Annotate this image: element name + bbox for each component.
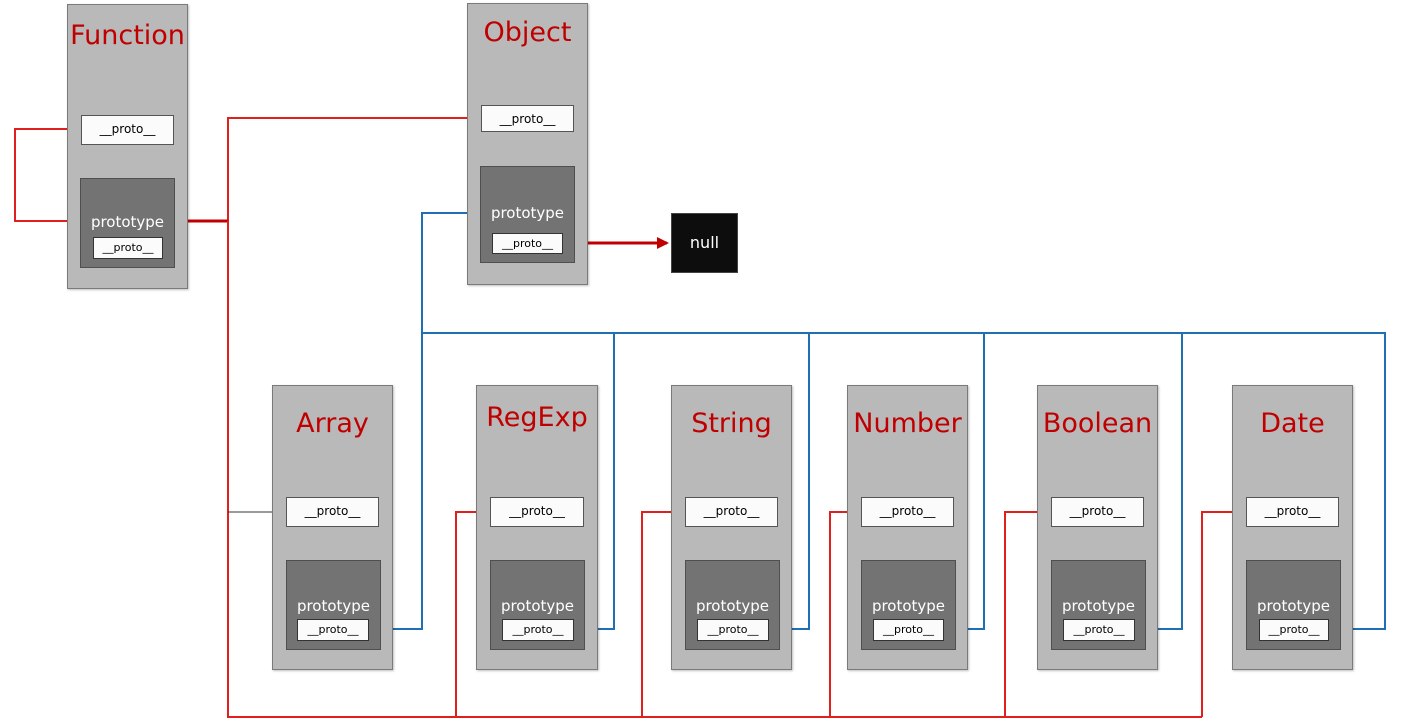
object-constructor: Object __proto__ prototype __proto__ [467,3,588,285]
boolean-proto-link [1004,511,1050,717]
function-prototype-box: prototype __proto__ [80,178,175,268]
boolean-title: Boolean [1042,408,1153,439]
function-title: Function [70,20,185,51]
function-proto-box: __proto__ [81,115,174,145]
date-prototype-label: prototype [1256,597,1331,615]
red-trunk [227,221,1202,718]
number-prototype-label: prototype [871,597,946,615]
string-proto-box: __proto__ [685,497,778,527]
regexp-proto-box: __proto__ [490,497,584,527]
string-prototype-box: prototype __proto__ [685,560,780,650]
object-title: Object [483,17,572,48]
object-proto-link [227,117,480,221]
array-prototype-proto: __proto__ [297,619,369,641]
date-constructor: Date __proto__ prototype __proto__ [1232,385,1353,670]
date-title: Date [1260,408,1325,439]
string-constructor: String __proto__ prototype __proto__ [671,385,792,670]
string-proto-link [641,511,685,717]
number-prototype-box: prototype __proto__ [861,560,956,650]
date-prototype-box: prototype __proto__ [1246,560,1341,650]
string-prototype-label: prototype [695,597,770,615]
function-proto-link [14,128,82,226]
regexp-title: RegExp [486,402,588,433]
date-prototype-proto: __proto__ [1259,619,1329,641]
function-constructor: Function __proto__ prototype __proto__ [67,4,188,289]
regexp-prototype-proto: __proto__ [502,619,574,641]
object-prototype-proto: __proto__ [492,233,563,254]
string-title: String [691,408,772,439]
number-constructor: Number __proto__ prototype __proto__ [847,385,968,670]
array-title: Array [296,408,369,439]
number-title: Number [853,408,962,439]
array-prototype-label: prototype [296,597,371,615]
function-prototype-label: prototype [90,213,165,231]
boolean-prototype-box: prototype __proto__ [1051,560,1146,650]
function-prototype-proto: __proto__ [93,237,163,259]
number-proto-box: __proto__ [861,497,954,527]
date-proto-box: __proto__ [1246,497,1339,527]
blue-to-object-prototype [421,208,478,333]
date-proto-link [1201,511,1245,717]
boolean-proto-box: __proto__ [1051,497,1144,527]
boolean-constructor: Boolean __proto__ prototype __proto__ [1037,385,1158,670]
regexp-constructor: RegExp __proto__ prototype __proto__ [476,385,598,670]
object-proto-box: __proto__ [481,105,574,132]
number-prototype-proto: __proto__ [873,619,944,641]
null-box: null [671,213,738,273]
array-constructor: Array __proto__ prototype __proto__ [272,385,393,670]
regexp-prototype-box: prototype __proto__ [490,560,585,650]
array-proto-box: __proto__ [286,497,379,527]
array-prototype-box: prototype __proto__ [286,560,381,650]
object-prototype-label: prototype [490,204,565,222]
object-prototype-box: prototype __proto__ [480,166,575,263]
string-prototype-proto: __proto__ [697,619,769,641]
blue-bus [422,332,1386,630]
boolean-prototype-label: prototype [1061,597,1136,615]
boolean-prototype-proto: __proto__ [1063,619,1135,641]
regexp-prototype-label: prototype [500,597,575,615]
